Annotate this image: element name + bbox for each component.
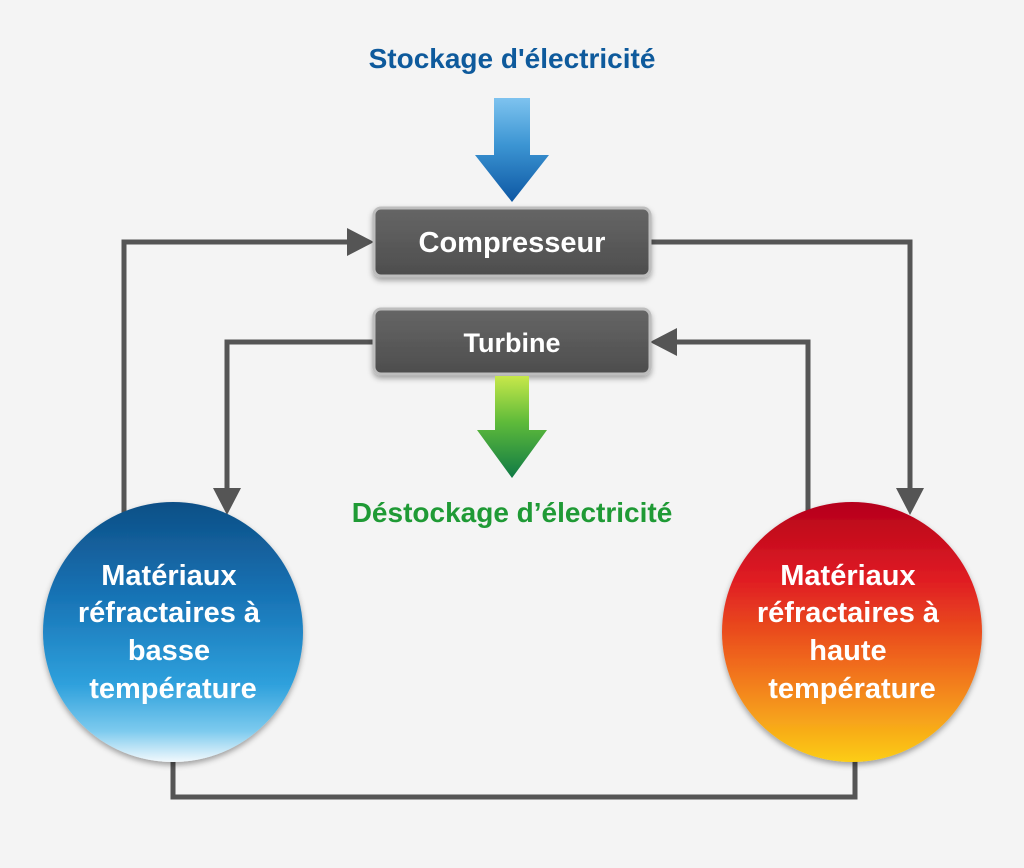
high-temp-circle xyxy=(722,502,982,762)
high-temp-line-1: Matériaux xyxy=(780,560,915,592)
flow-bottom-link xyxy=(170,757,858,800)
arrowhead-turbine-icon xyxy=(650,328,677,356)
flow-turbine-to-low xyxy=(224,339,374,490)
arrowhead-compressor-icon xyxy=(347,228,374,256)
high-temp-line-2: réfractaires à xyxy=(757,597,940,629)
low-temp-circle xyxy=(43,502,303,762)
turbine-label: Turbine xyxy=(464,328,561,358)
low-temp-line-1: Matériaux xyxy=(101,560,236,592)
flow-compressor-to-high xyxy=(650,239,913,490)
low-temp-line-4: température xyxy=(89,673,257,705)
high-temp-line-4: température xyxy=(768,673,936,705)
arrowhead-low-temp-icon xyxy=(213,488,241,515)
flow-high-to-turbine xyxy=(675,339,811,513)
turbine-box xyxy=(372,307,652,376)
destorage-title: Déstockage d’électricité xyxy=(352,497,673,528)
flow-arrowheads xyxy=(213,228,924,515)
flow-low-to-compressor xyxy=(121,239,350,513)
destorage-arrow-icon xyxy=(477,376,547,478)
high-temp-material: Matériaux réfractaires à haute températu… xyxy=(722,502,982,762)
arrowhead-high-temp-icon xyxy=(896,488,924,515)
high-temp-label: Matériaux réfractaires à haute températu… xyxy=(757,560,947,705)
storage-arrow-icon xyxy=(475,98,549,202)
low-temp-material: Matériaux réfractaires à basse températu… xyxy=(43,502,303,762)
low-temp-line-2: réfractaires à xyxy=(78,597,261,629)
low-temp-label: Matériaux réfractaires à basse températu… xyxy=(78,560,268,705)
storage-title: Stockage d'électricité xyxy=(369,43,656,74)
flow-lines xyxy=(121,239,913,800)
high-temp-line-3: haute xyxy=(809,635,886,667)
low-temp-line-3: basse xyxy=(128,635,210,667)
compressor-label: Compresseur xyxy=(419,227,606,259)
compressor-box xyxy=(372,206,652,278)
